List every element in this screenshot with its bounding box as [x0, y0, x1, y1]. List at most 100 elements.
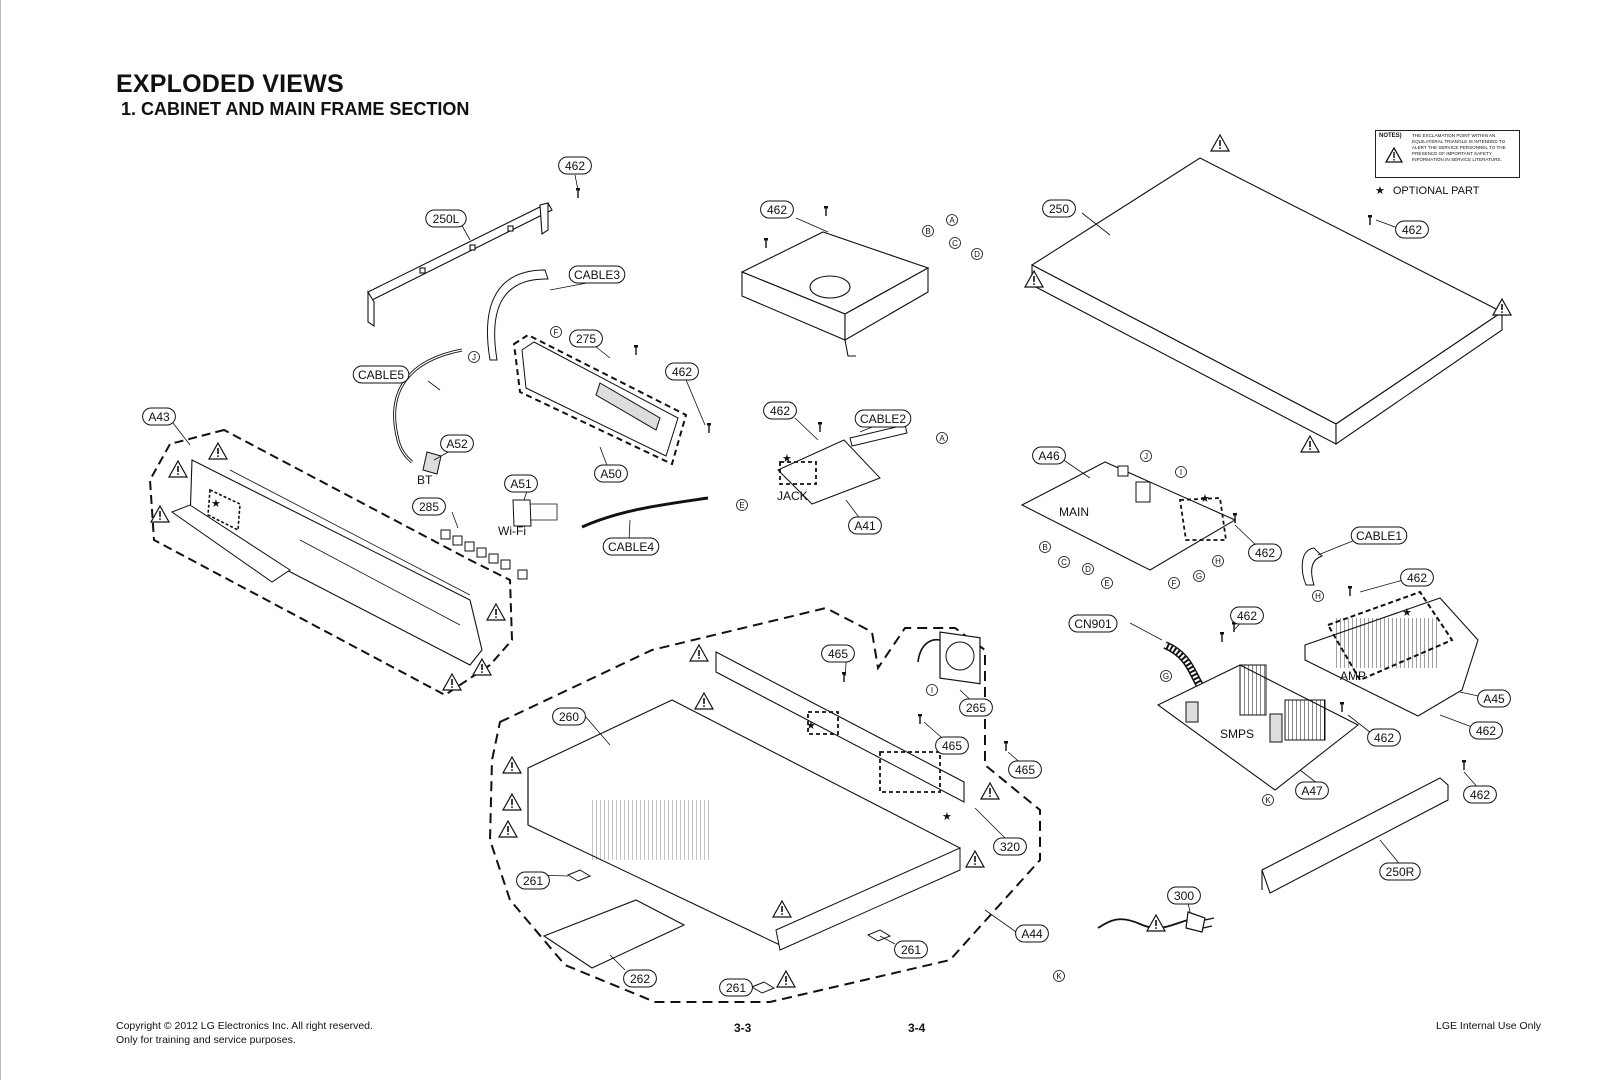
part-label-text: A46	[1038, 449, 1060, 463]
cable4-wire	[581, 496, 709, 529]
part-label-text: 250L	[433, 212, 460, 226]
warning-triangle-icon	[1492, 298, 1512, 316]
part-label-text: 462	[672, 365, 692, 379]
connector-letter: C	[952, 239, 958, 248]
part-label-text: CABLE1	[1356, 529, 1402, 543]
cable1-ribbon	[1301, 547, 1323, 586]
warning-triangle-icon	[442, 673, 462, 691]
part-label-a45: A45	[1477, 689, 1511, 708]
connector-letter: K	[1265, 796, 1271, 805]
part-label-a51: A51	[504, 474, 538, 493]
part-label-462: 462	[763, 401, 797, 420]
connector-d: D	[1082, 563, 1094, 575]
page-number-left: 3-3	[734, 1021, 752, 1035]
connector-letter: E	[1104, 579, 1109, 588]
part-label-text: 462	[1476, 724, 1496, 738]
smps-board-A47	[1156, 664, 1360, 791]
connector-letter: H	[1315, 592, 1321, 601]
warning-triangle-icon	[502, 756, 522, 774]
warning-triangle-icon	[1300, 435, 1320, 453]
part-label-cable1: CABLE1	[1350, 526, 1408, 545]
connector-letter: B	[925, 227, 930, 236]
board-A41	[777, 424, 908, 505]
part-label-462: 462	[760, 200, 794, 219]
notes-heading: NOTES)	[1379, 133, 1402, 139]
warning-triangle-icon	[689, 644, 709, 662]
part-label-text: 265	[966, 701, 986, 715]
part-label-285: 285	[412, 497, 446, 516]
part-label-250: 250	[1042, 199, 1076, 218]
part-label-462: 462	[558, 156, 592, 175]
main-board-A46	[1020, 461, 1237, 571]
connector-b: B	[1039, 541, 1051, 553]
part-label-text: A45	[1483, 692, 1505, 706]
star-icon: ★	[782, 453, 792, 465]
part-label-text: A44	[1021, 927, 1043, 941]
notes-text: THE EXCLAMATION POINT WITHIN AN EQUILATE…	[1412, 133, 1506, 162]
connector-f: F	[1168, 577, 1180, 589]
part-label-cable2: CABLE2	[854, 409, 912, 428]
part-label-text: 465	[828, 647, 848, 661]
part-label-261: 261	[894, 940, 928, 959]
part-label-text: 462	[770, 404, 790, 418]
connector-letter: H	[1215, 557, 1221, 566]
connector-letter: F	[1172, 579, 1177, 588]
connector-a: A	[946, 214, 958, 226]
part-label-260: 260	[552, 707, 586, 726]
cover-262	[542, 899, 686, 969]
section-title: 1. CABINET AND MAIN FRAME SECTION	[121, 99, 470, 119]
warning-triangle-icon	[965, 850, 985, 868]
part-label-text: A47	[1301, 784, 1323, 798]
star-icon: ★	[1375, 185, 1385, 197]
connector-e: E	[736, 499, 748, 511]
amp-board-A45	[1304, 590, 1479, 717]
notes-box: NOTES) THE EXCLAMATION POINT WITHIN AN E…	[1375, 130, 1520, 178]
part-label-text: 462	[767, 203, 787, 217]
warning-triangle-icon	[1384, 146, 1404, 168]
part-label-261: 261	[516, 871, 550, 890]
warning-triangle-icon	[980, 782, 1000, 800]
rail-250R	[1261, 777, 1449, 894]
connector-a: A	[936, 432, 948, 444]
warning-triangle-icon	[168, 460, 188, 478]
part-label-a50: A50	[594, 464, 628, 483]
connector-letter: G	[1163, 672, 1169, 681]
part-label-cable5: CABLE5	[352, 365, 410, 384]
connector-j: J	[1140, 450, 1152, 462]
optional-part-stars: ★ ★ ★ ★ ★ ★	[211, 453, 1412, 823]
part-label-text: 262	[630, 972, 650, 986]
connector-letter: C	[1061, 558, 1067, 567]
part-label-text: 462	[1402, 223, 1422, 237]
connector-letter: G	[1196, 572, 1202, 581]
part-label-text: A43	[148, 410, 170, 424]
connector-i: I	[926, 684, 938, 696]
part-label-a52: A52	[440, 434, 474, 453]
connector-e: E	[1101, 577, 1113, 589]
part-label-a47: A47	[1295, 781, 1329, 800]
part-label-text: 465	[1015, 763, 1035, 777]
part-label-462: 462	[1463, 785, 1497, 804]
connector-letter: I	[1180, 468, 1182, 477]
part-label-265: 265	[959, 698, 993, 717]
part-label-cable3: CABLE3	[568, 265, 626, 284]
star-icon: ★	[211, 498, 221, 510]
fan-265	[917, 631, 981, 685]
connector-letter: A	[939, 434, 945, 443]
connector-d: D	[971, 248, 983, 260]
part-label-465: 465	[821, 644, 855, 663]
part-label-462: 462	[1395, 220, 1429, 239]
part-label-250r: 250R	[1379, 862, 1421, 881]
warning-triangle-icon	[502, 793, 522, 811]
main-chassis-A44	[488, 606, 1041, 1003]
buttons-285	[440, 529, 528, 580]
part-label-text: CABLE4	[608, 540, 654, 554]
warning-triangle-icon	[498, 820, 518, 838]
warning-triangle-icon	[486, 603, 506, 621]
part-label-text: 261	[901, 943, 921, 957]
warning-triangle-icon	[1146, 914, 1166, 932]
part-label-text: 462	[1407, 571, 1427, 585]
warning-triangle-icon	[1210, 134, 1230, 152]
connector-letter: J	[1144, 452, 1148, 461]
